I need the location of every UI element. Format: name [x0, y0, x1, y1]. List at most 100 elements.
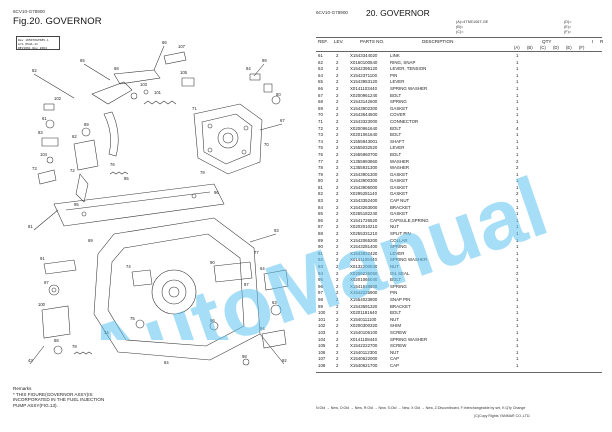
cell-qty-a: 1: [516, 171, 519, 177]
cell-qty-a: 1: [516, 349, 519, 355]
cell-parts-no: X0255331210: [350, 231, 378, 237]
cell-qty-a: 1: [516, 198, 519, 204]
cell-lev: 2: [336, 53, 339, 58]
header-ref: REF.: [318, 39, 328, 44]
cell-parts-no: X0201065040: [350, 277, 378, 283]
cell-ref: 104: [318, 336, 326, 342]
cell-parts-no: X1543902300: [350, 105, 378, 111]
cell-description: SPRING WASHER: [390, 257, 428, 263]
cell-ref: 65: [318, 79, 323, 85]
cell-parts-no: X0200300320: [350, 323, 378, 329]
note-line: (A)=4TNE106T-GE: [456, 20, 489, 24]
cell-parts-no: X0201061640: [350, 132, 378, 138]
callout-number: 87: [244, 282, 249, 287]
qty-col-d: (D): [553, 45, 559, 50]
cell-description: WASHER: [390, 165, 410, 171]
cell-parts-no: X1542065200: [350, 237, 378, 243]
cell-description: COVER: [390, 112, 406, 118]
cell-description: WASHER: [390, 158, 410, 164]
cell-lev: 2: [336, 99, 339, 105]
cell-parts-no: X0132200040: [350, 264, 378, 269]
callout-number: 64: [260, 266, 265, 271]
callout-number: 84: [246, 66, 251, 71]
header-lev: LEV.: [334, 39, 344, 44]
cell-qty-a: 1: [516, 92, 519, 98]
cell-lev: 2: [336, 349, 339, 355]
cell-ref: 99: [318, 303, 323, 309]
header-qty: QTY: [542, 39, 552, 44]
callout-number: 76: [110, 162, 115, 167]
cell-parts-no: X1543953120: [350, 79, 378, 85]
callout-number: 75: [130, 316, 135, 321]
callout-labels: 8265669967681031011026183104736272107105…: [28, 40, 287, 365]
cell-parts-no: X1540622000: [350, 356, 378, 362]
cell-qty-a: 4: [516, 125, 519, 131]
cell-ref: 101: [318, 316, 326, 322]
callout-number: 107: [178, 44, 186, 49]
callout-number: 89: [84, 122, 89, 127]
callout-number: 83: [38, 130, 43, 135]
callout-number: 80: [276, 92, 281, 97]
cell-lev: 2: [336, 224, 339, 230]
callout-number: 99: [262, 58, 267, 63]
cell-parts-no: X1540106100: [350, 329, 378, 335]
cell-ref: 96: [318, 283, 323, 289]
cell-description: RING, SNAP: [390, 59, 416, 65]
cell-ref: 76: [318, 151, 323, 157]
qty-col-a: (A): [514, 45, 520, 50]
cell-qty-a: 1: [516, 283, 519, 289]
cell-qty-a: 1: [516, 336, 519, 342]
cell-ref: 68: [318, 99, 323, 105]
cell-ref: 91: [318, 250, 323, 256]
cell-parts-no: X0141108440: [350, 257, 378, 263]
cell-lev: 2: [336, 132, 339, 138]
cell-parts-no: X1543644500: [350, 112, 378, 118]
cell-parts-no: X1542371100: [350, 72, 378, 78]
qty-col-f: (F): [579, 45, 585, 50]
cell-parts-no: X1543344020: [350, 53, 378, 58]
cell-lev: 2: [336, 270, 339, 276]
cell-parts-no: X0295281140: [350, 191, 378, 197]
cell-ref: 85: [318, 211, 323, 217]
cell-description: GASKET: [390, 105, 408, 111]
table-end-rule: [316, 372, 602, 373]
cell-qty-a: 1: [516, 343, 519, 349]
cell-description: BOLT: [390, 132, 402, 138]
cell-description: NUT: [390, 316, 400, 322]
cell-qty-a: 2: [516, 158, 519, 164]
cell-description: GASKET: [390, 184, 408, 190]
cell-qty-a: 1: [516, 362, 519, 368]
cell-qty-a: 1: [516, 356, 519, 362]
stamp-line: Rev 105070GTR85-1: [18, 37, 49, 42]
cell-ref: 88: [318, 231, 323, 237]
cell-description: SCREW: [390, 343, 407, 349]
cell-ref: 106: [318, 349, 326, 355]
cell-qty-a: 1: [516, 132, 519, 138]
remarks-title: Remarks: [13, 386, 32, 391]
callout-number: 105: [180, 70, 188, 75]
cell-ref: 92: [318, 257, 323, 263]
cell-lev: 2: [336, 296, 339, 302]
cell-qty-a: 1: [516, 250, 519, 256]
cell-ref: 77: [318, 158, 323, 164]
cell-parts-no: X0202010210: [350, 224, 378, 230]
cell-lev: 2: [336, 237, 339, 243]
callout-number: 93: [274, 228, 279, 233]
cell-parts-no: X0160100540: [350, 59, 378, 65]
cell-description: GASKET: [390, 191, 408, 197]
